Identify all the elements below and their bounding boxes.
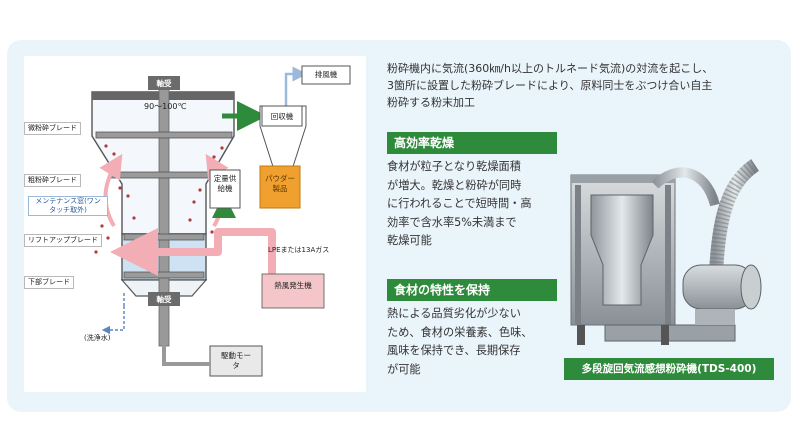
bearing-top-label: 軸受: [156, 79, 172, 88]
powder-product-box: [259, 165, 301, 209]
fixed-feeder-box: [209, 169, 241, 209]
maintenance-window-label: メンテナンス窓(ワンタッチ取外): [28, 196, 108, 216]
drive-motor-box: [209, 345, 263, 377]
section2-line-3: 風味を保持でき、長期保存: [387, 344, 521, 357]
liftup-blade-label: リフトアップブレード: [24, 234, 102, 247]
gas-note-label: LPEまたは13Aガス: [268, 246, 330, 254]
wash-water-label: (洗浄水): [84, 334, 111, 342]
section2-line-2: ため、食材の栄養素、色味、: [387, 325, 533, 339]
hot-air-duct: [110, 228, 276, 276]
bearing-bottom-block: [148, 292, 180, 306]
temperature-label: 90～100℃: [144, 102, 187, 111]
process-diagram: 軸受 軸受 90～100℃ 排風機 回収機 パウダー製品 定量供給機 熱風発生機…: [24, 56, 366, 392]
lower-blade-label: 下部ブレード: [24, 276, 74, 289]
exhaust-fan-label: 排風機: [314, 70, 338, 79]
intro-line-3: 粉砕する粉末加工: [387, 96, 475, 109]
machine-illustration: [570, 159, 762, 345]
section1-line-5: 乾燥可能: [387, 234, 432, 247]
powder-product-label: パウダー製品: [265, 174, 295, 193]
section2-line-1: 熱による品質劣化が少ない: [387, 307, 521, 320]
heading-high-efficiency-drying: 高効率乾燥: [387, 132, 557, 154]
bearing-top-block: [148, 76, 180, 90]
machine-photo: [565, 145, 775, 390]
fine-blade-label: 微粉砕ブレード: [24, 122, 81, 135]
wash-water-line: [101, 306, 125, 335]
fine-blade-shape: [95, 131, 233, 139]
section1-line-2: が増大。乾燥と粉砕が同時: [387, 178, 522, 192]
exhaust-fan-line: [284, 66, 308, 106]
section2-line-4: が可能: [387, 362, 421, 376]
lower-blade-shape: [123, 271, 205, 279]
intro-line-1: 粉砕機内に気流(360㎞/h以上のトルネード気流)の対流を起こし、: [387, 62, 714, 75]
coarse-blade-shape: [109, 171, 219, 179]
heading-preserve-characteristics: 食材の特性を保持: [387, 279, 557, 301]
collector-box: [261, 105, 303, 127]
photo-caption: 多段旋回気流感想粉砕機(TDS-400): [564, 358, 774, 380]
section1-text: 食材が粒子となり乾燥面積 が増大。乾燥と粉砕が同時 に行われることで短時間・高 …: [387, 158, 562, 251]
collector-label: 回収機: [270, 112, 294, 121]
hot-air-generator-label: 熱風発生機: [274, 281, 312, 290]
section1-line-1: 食材が粒子となり乾燥面積: [387, 160, 521, 173]
intro-line-2: 3箇所に設置した粉砕ブレードにより、原料同士をぶつけ合い自主: [387, 79, 713, 92]
coarse-blade-label: 粗粉砕ブレード: [24, 174, 81, 187]
bearing-bottom-label: 軸受: [156, 295, 172, 304]
drive-motor-label: 駆動モータ: [221, 351, 251, 370]
exhaust-fan-box: [301, 65, 351, 85]
section1-line-3: に行われることで短時間・高: [387, 197, 532, 210]
hot-air-generator-box: [261, 273, 325, 309]
section2-text: 熱による品質劣化が少ない ため、食材の栄養素、色味、 風味を保持でき、長期保存 …: [387, 305, 562, 379]
fixed-feeder-label: 定量供給機: [213, 174, 237, 193]
diagram-drawing: [91, 65, 351, 377]
intro-text: 粉砕機内に気流(360㎞/h以上のトルネード気流)の対流を起こし、 3箇所に設置…: [387, 60, 779, 111]
liftup-blade-shape: [123, 233, 205, 241]
section1-line-4: 効率で含水率5%未満まで: [387, 215, 517, 229]
